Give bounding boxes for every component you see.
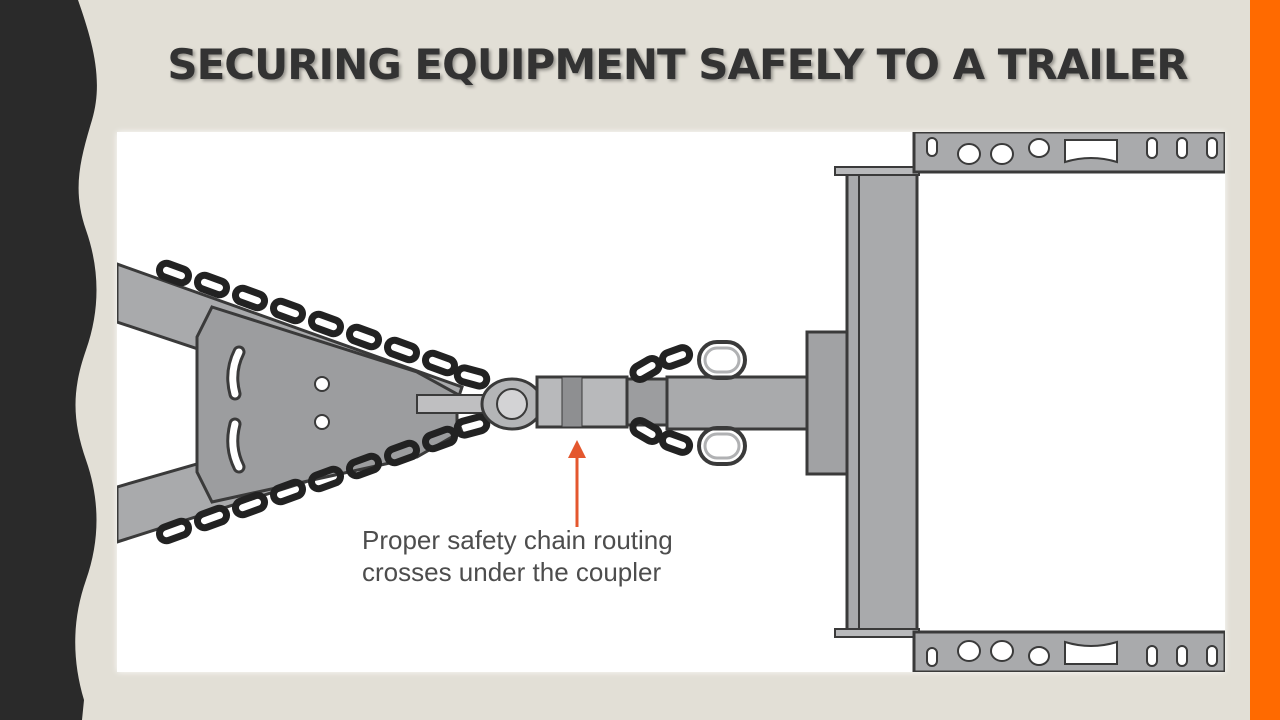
vehicle-chain-links bbox=[629, 344, 694, 456]
plate-hole bbox=[314, 376, 330, 392]
annotation-arrow-head bbox=[568, 440, 586, 458]
safety-chain-upper bbox=[155, 259, 491, 390]
safety-chain-lower bbox=[155, 413, 491, 545]
accent-stripe bbox=[1250, 0, 1280, 720]
plate-slot-lower-inner bbox=[229, 420, 243, 471]
hitch-diagram: Proper safety chain routing crosses unde… bbox=[117, 132, 1225, 672]
safety-loop-lower bbox=[697, 426, 747, 466]
caption-line-1: Proper safety chain routing bbox=[362, 525, 673, 555]
caption-line-2: crosses under the coupler bbox=[362, 557, 662, 587]
diagram-caption: Proper safety chain routing crosses unde… bbox=[362, 524, 673, 588]
slide-title: SECURING EQUIPMENT SAFELY TO A TRAILER bbox=[167, 40, 1188, 89]
receiver-tube bbox=[665, 375, 814, 431]
plate-hole bbox=[314, 414, 330, 430]
frame-beam bbox=[845, 170, 919, 634]
safety-loop-upper bbox=[697, 340, 747, 380]
decorative-wavy-band bbox=[0, 0, 97, 720]
hitch-ball bbox=[496, 388, 528, 420]
plate-slot-upper-inner bbox=[229, 348, 243, 398]
